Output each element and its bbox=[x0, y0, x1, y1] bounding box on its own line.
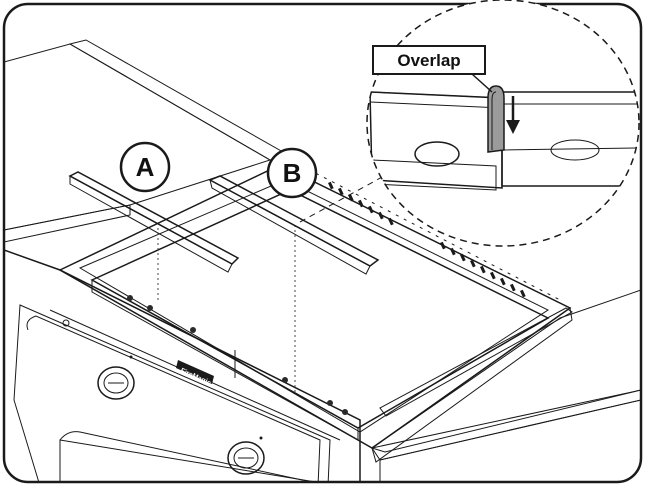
front-edge-strip bbox=[379, 307, 573, 417]
griddle-hole-3 bbox=[190, 327, 196, 333]
callout-a-label: A bbox=[136, 152, 155, 182]
overlap-label-box bbox=[372, 45, 486, 75]
callout-b: B bbox=[266, 147, 318, 199]
vent-slots bbox=[328, 181, 526, 298]
detail-circle bbox=[366, 0, 640, 247]
overlap-detail: Overlap bbox=[366, 0, 640, 247]
griddle-bar-b bbox=[208, 175, 380, 275]
down-arrow-icon bbox=[506, 96, 520, 134]
griddle-hole-6 bbox=[342, 409, 348, 415]
griddle-hole-4 bbox=[282, 377, 288, 383]
griddle-hole-2 bbox=[147, 305, 153, 311]
griddle-hole-1 bbox=[127, 295, 133, 301]
knob-icon bbox=[97, 355, 135, 400]
overlap-label: Overlap bbox=[397, 51, 460, 70]
lower-front-panel bbox=[59, 431, 331, 482]
detail-leader bbox=[299, 169, 396, 223]
overlap-lip bbox=[487, 85, 505, 153]
griddle-bar-a bbox=[68, 171, 240, 273]
callout-b-label: B bbox=[283, 158, 302, 188]
overlap-leader bbox=[471, 73, 493, 93]
callout-a: A bbox=[119, 141, 171, 193]
griddle-hole-5 bbox=[327, 400, 333, 406]
